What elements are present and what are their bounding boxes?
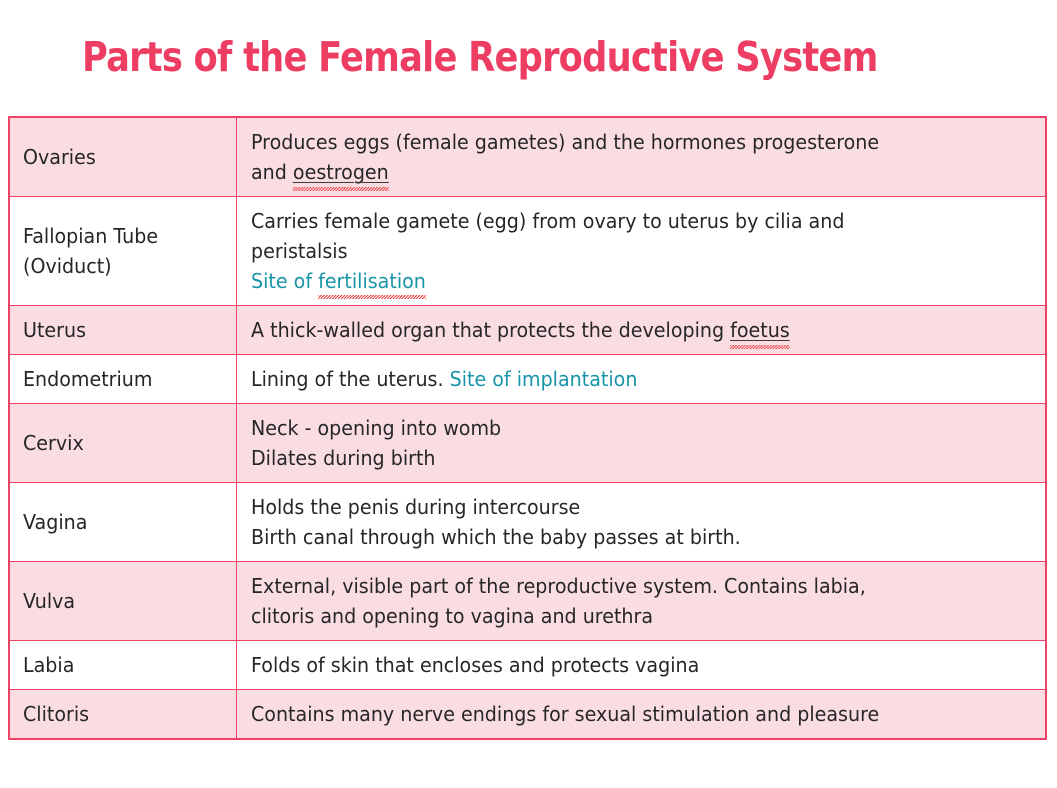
part-name-line: Uterus <box>23 318 87 342</box>
text-segment: Carries female gamete (egg) from ovary t… <box>250 209 844 233</box>
part-name-line: Vulva <box>23 589 76 613</box>
table-row: Endometrium Lining of the uterus. Site of… <box>8 354 1047 404</box>
part-name-text: Labia <box>23 650 229 680</box>
text-segment: Neck - opening into womb <box>250 416 501 440</box>
table-row: Fallopian Tube (Oviduct) Carries female ga… <box>8 196 1047 306</box>
table-row: Vagina Holds the penis during intercourse… <box>8 482 1047 562</box>
table-row: Uterus A thick-walled organ that protects… <box>8 305 1047 355</box>
underlined-term-spellchecked: foetus <box>729 318 790 342</box>
text-segment: peristalsis <box>250 239 348 263</box>
title-bar: Parts of the Female Reproductive System <box>0 28 1057 88</box>
description-cell: Folds of skin that encloses and protects… <box>235 640 1047 690</box>
part-name-text: Clitoris <box>23 699 229 729</box>
part-name-text: Endometrium <box>23 364 229 394</box>
part-name-line: Endometrium <box>23 367 153 391</box>
part-name-cell: Clitoris <box>8 689 237 740</box>
text-segment: Lining of the uterus. <box>250 367 450 391</box>
description-text: A thick-walled organ that protects the d… <box>251 315 1035 345</box>
parts-table: Ovaries Produces eggs (female gametes) an… <box>8 116 1047 740</box>
highlight-text-spellchecked: fertilisation <box>317 269 426 293</box>
highlight-text: Site of implantation <box>449 367 637 391</box>
part-name-line: Vagina <box>23 510 88 534</box>
part-name-line: Ovaries <box>23 145 96 169</box>
part-name-text: Vulva <box>23 586 229 616</box>
description-text: Contains many nerve endings for sexual s… <box>251 699 1035 729</box>
highlight-text: Site of <box>250 269 318 293</box>
description-line: External, visible part of the reproducti… <box>251 571 1035 601</box>
part-name-cell: Uterus <box>8 305 237 355</box>
table-row: Vulva External, visible part of the repro… <box>8 561 1047 641</box>
part-name-text: Uterus <box>23 315 229 345</box>
text-segment: Folds of skin that encloses and protects… <box>250 653 699 677</box>
description-line: Contains many nerve endings for sexual s… <box>251 699 1035 729</box>
part-name-line: (Oviduct) <box>23 254 112 278</box>
description-text: Carries female gamete (egg) from ovary t… <box>251 206 1035 296</box>
part-name-cell: Vulva <box>8 561 237 641</box>
description-text: Produces eggs (female gametes) and the h… <box>251 127 1035 187</box>
page-title: Parts of the Female Reproductive System <box>82 33 878 81</box>
text-segment: Holds the penis during intercourse <box>250 495 580 519</box>
description-cell: Produces eggs (female gametes) and the h… <box>235 116 1047 197</box>
description-line: Site of fertilisation <box>251 266 1035 296</box>
part-name-text: Ovaries <box>23 142 229 172</box>
part-name-cell: Fallopian Tube (Oviduct) <box>8 196 237 306</box>
part-name-cell: Cervix <box>8 403 237 483</box>
description-text: Lining of the uterus. Site of implantati… <box>251 364 1035 394</box>
text-segment: and <box>250 160 293 184</box>
text-segment: Produces eggs (female gametes) and the h… <box>250 130 879 154</box>
description-cell: A thick-walled organ that protects the d… <box>235 305 1047 355</box>
description-line: Holds the penis during intercourse <box>251 492 1035 522</box>
part-name-line: Cervix <box>23 431 84 455</box>
table-row: Labia Folds of skin that encloses and pro… <box>8 640 1047 690</box>
description-line: peristalsis <box>251 236 1035 266</box>
description-line: A thick-walled organ that protects the d… <box>251 315 1035 345</box>
description-line: Produces eggs (female gametes) and the h… <box>251 127 1035 157</box>
description-cell: Contains many nerve endings for sexual s… <box>235 689 1047 740</box>
description-line: Lining of the uterus. Site of implantati… <box>251 364 1035 394</box>
description-line: Neck - opening into womb <box>251 413 1035 443</box>
description-line: and oestrogen <box>251 157 1035 187</box>
text-segment: External, visible part of the reproducti… <box>250 574 866 598</box>
description-line: Folds of skin that encloses and protects… <box>251 650 1035 680</box>
table-row: Clitoris Contains many nerve endings for … <box>8 689 1047 740</box>
description-text: Folds of skin that encloses and protects… <box>251 650 1035 680</box>
description-cell: Carries female gamete (egg) from ovary t… <box>235 196 1047 306</box>
part-name-line: Clitoris <box>23 702 90 726</box>
table-body: Ovaries Produces eggs (female gametes) an… <box>8 116 1047 740</box>
description-line: Dilates during birth <box>251 443 1035 473</box>
description-line: Birth canal through which the baby passe… <box>251 522 1035 552</box>
description-line: Carries female gamete (egg) from ovary t… <box>251 206 1035 236</box>
description-text: External, visible part of the reproducti… <box>251 571 1035 631</box>
text-segment: Birth canal through which the baby passe… <box>250 525 741 549</box>
text-segment: A thick-walled organ that protects the d… <box>250 318 730 342</box>
part-name-line: Fallopian Tube <box>23 224 159 248</box>
description-cell: Lining of the uterus. Site of implantati… <box>235 354 1047 404</box>
part-name-text: Fallopian Tube (Oviduct) <box>23 221 229 281</box>
part-name-text: Vagina <box>23 507 229 537</box>
description-line: clitoris and opening to vagina and ureth… <box>251 601 1035 631</box>
part-name-cell: Ovaries <box>8 116 237 197</box>
part-name-line: Labia <box>23 653 75 677</box>
part-name-text: Cervix <box>23 428 229 458</box>
underlined-term-spellchecked: oestrogen <box>292 160 389 184</box>
part-name-cell: Endometrium <box>8 354 237 404</box>
description-cell: External, visible part of the reproducti… <box>235 561 1047 641</box>
part-name-cell: Labia <box>8 640 237 690</box>
text-segment: Contains many nerve endings for sexual s… <box>250 702 879 726</box>
text-segment: Dilates during birth <box>250 446 436 470</box>
text-segment: clitoris and opening to vagina and ureth… <box>250 604 653 628</box>
part-name-cell: Vagina <box>8 482 237 562</box>
table-row: Ovaries Produces eggs (female gametes) an… <box>8 116 1047 197</box>
